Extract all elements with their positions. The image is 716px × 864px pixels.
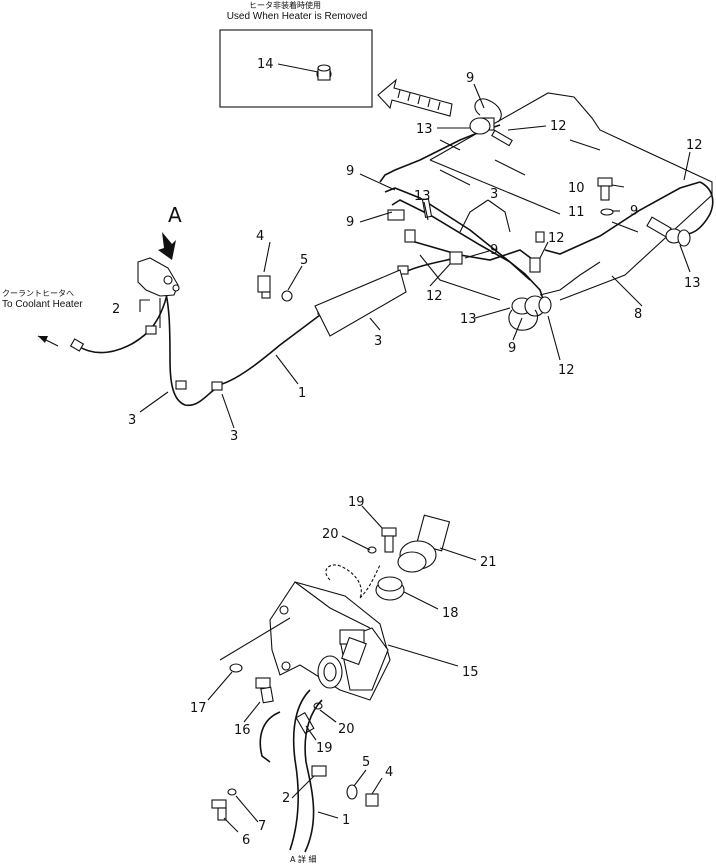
inset-title-en: Used When Heater is Removed [227,11,368,22]
coolant-label-en: To Coolant Heater [2,299,83,310]
view-caption: A 詳 細 [290,854,317,864]
callout-9: 9 [346,215,354,230]
callout-14: 14 [257,57,274,72]
callout-13: 13 [684,276,701,291]
callout-19: 19 [348,495,365,510]
coolant-arrow-head [38,336,48,343]
valve-13-c [469,98,502,135]
engine-block [419,92,713,301]
washer-11 [600,208,614,216]
bolt-4 [257,275,271,299]
callouts-top: 9 13 12 12 9 13 3 9 10 11 9 4 5 12 9 2 3… [112,71,703,444]
detail-a-assembly: 19 20 21 18 15 17 16 20 19 5 4 2 7 1 6 A… [190,495,497,864]
callout-9: 9 [630,204,638,219]
callout-1: 1 [298,386,306,401]
callout-13: 13 [414,189,431,204]
inset-frame [219,29,373,108]
plug-part-14 [316,64,332,81]
callout-13: 13 [416,122,433,137]
callout-9: 9 [490,243,498,258]
bolt-10 [597,177,613,201]
callout-8: 8 [634,307,642,322]
callout-16: 16 [234,723,251,738]
callout-18: 18 [442,606,459,621]
callout-3: 3 [490,187,498,202]
callout-10: 10 [568,181,585,196]
washer-5 [281,290,293,302]
callout-3: 3 [374,334,382,349]
inset-title-jp: ヒータ非装着時使用 [249,0,321,10]
callout-12: 12 [558,363,575,378]
callout-6: 6 [242,833,250,848]
callout-17: 17 [190,701,207,716]
callout-12: 12 [686,138,703,153]
callout-9: 9 [346,164,354,179]
callout-4: 4 [385,765,393,780]
hose-to-coolant-heater [69,289,169,354]
callout-12: 12 [548,231,565,246]
inset-box: ヒータ非装着時使用 Used When Heater is Removed 14 [219,0,373,108]
callout-1: 1 [342,813,350,828]
callout-9: 9 [508,341,516,356]
valve-13-b [646,216,691,247]
callout-20: 20 [338,722,355,737]
view-arrow [158,232,176,260]
callout-5: 5 [362,755,370,770]
callout-7: 7 [258,819,266,834]
callout-2: 2 [282,791,290,806]
callout-15: 15 [462,665,479,680]
valve-13-a [508,295,552,331]
callout-3: 3 [230,429,238,444]
callout-9: 9 [466,71,474,86]
callout-3: 3 [128,413,136,428]
callout-20: 20 [322,527,339,542]
callout-11: 11 [568,205,585,220]
callout-4: 4 [256,229,264,244]
callout-12: 12 [550,119,567,134]
bracket-left [137,257,180,297]
callout-19: 19 [316,741,333,756]
coolant-label-jp: クーラントヒータへ [2,289,74,298]
direction-arrow [377,78,453,117]
view-label-A: A [168,203,182,227]
leaders-top [139,83,691,429]
callout-12: 12 [426,289,443,304]
callout-13: 13 [460,312,477,327]
callout-5: 5 [300,253,308,268]
callout-21: 21 [480,555,497,570]
hose-1 [161,257,456,407]
callout-2: 2 [112,302,120,317]
cover-plate [314,269,407,337]
